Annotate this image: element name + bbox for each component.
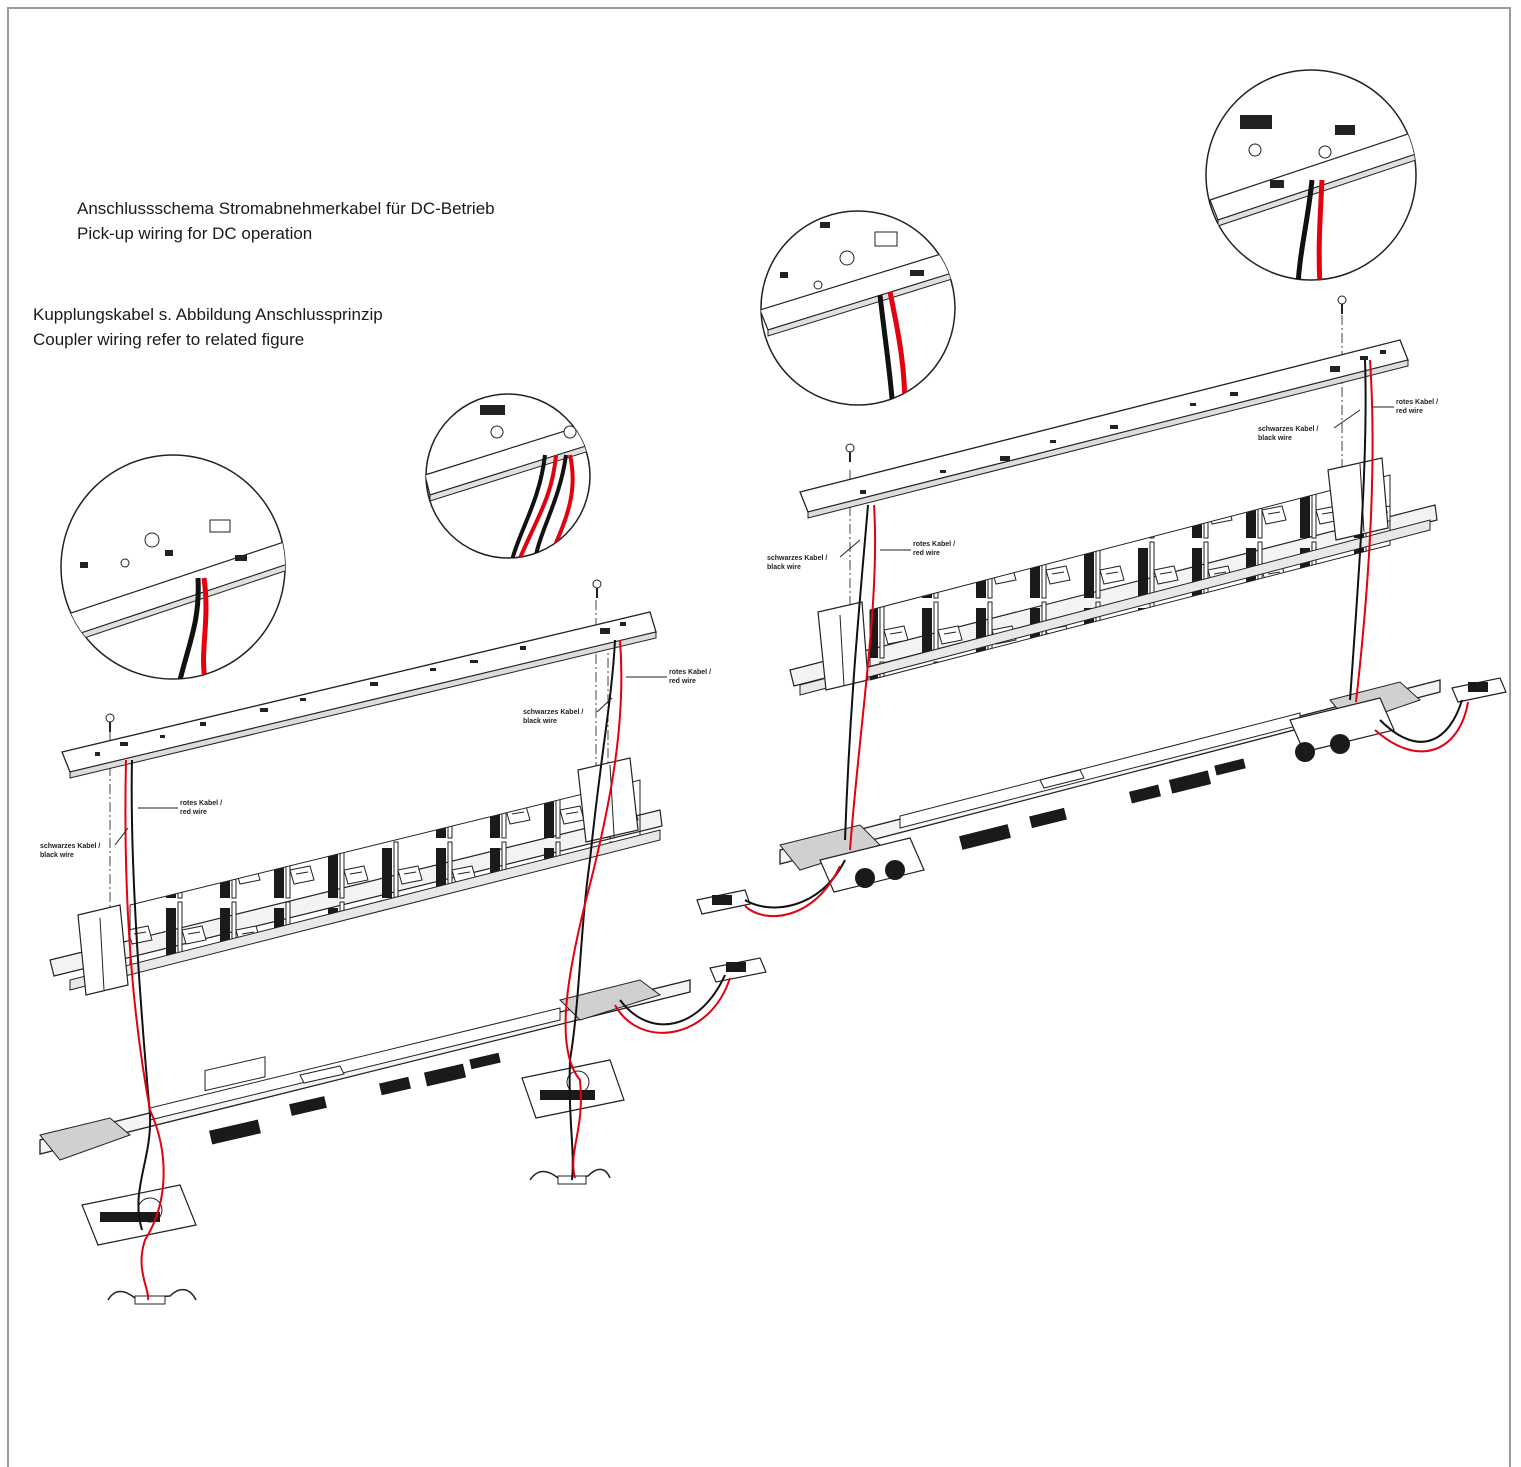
right-chassis <box>779 679 1441 893</box>
left-label-black-2: schwarzes Kabel / black wire <box>523 697 613 725</box>
left-detail-circle-2 <box>425 393 591 559</box>
right-bogie-2 <box>1289 697 1395 762</box>
svg-text:rotes Kabel /: rotes Kabel / <box>1396 399 1438 406</box>
svg-text:schwarzes Kabel /: schwarzes Kabel / <box>523 709 583 716</box>
svg-text:rotes Kabel /: rotes Kabel / <box>913 541 955 548</box>
left-label-black-1: schwarzes Kabel / black wire <box>40 827 129 859</box>
svg-text:schwarzes Kabel /: schwarzes Kabel / <box>1258 426 1318 433</box>
left-label-red-1: rotes Kabel / red wire <box>138 800 222 816</box>
left-wires <box>124 639 731 1301</box>
right-bogie-1 <box>819 837 925 893</box>
left-detail-circle-1 <box>60 454 286 680</box>
right-detail-circle-1 <box>760 210 956 406</box>
svg-text:schwarzes Kabel /: schwarzes Kabel / <box>767 555 827 562</box>
title-german: Anschlussschema Stromabnehmerkabel für D… <box>77 199 495 218</box>
left-pickup-1 <box>107 1288 197 1305</box>
svg-text:red wire: red wire <box>180 809 207 816</box>
svg-text:rotes Kabel /: rotes Kabel / <box>669 669 711 676</box>
note-english: Coupler wiring refer to related figure <box>33 330 305 349</box>
left-chassis <box>39 979 691 1161</box>
left-coach-assembly: rotes Kabel / red wire schwarzes Kabel /… <box>39 393 767 1305</box>
right-screw-1 <box>845 443 855 462</box>
right-label-black-2: schwarzes Kabel / black wire <box>1258 409 1361 442</box>
svg-text:red wire: red wire <box>1396 408 1423 415</box>
right-seating-interior <box>789 457 1438 696</box>
svg-text:black wire: black wire <box>1258 435 1292 442</box>
svg-text:black wire: black wire <box>40 852 74 859</box>
svg-text:schwarzes Kabel /: schwarzes Kabel / <box>40 843 100 850</box>
right-coach-assembly: rotes Kabel / red wire schwarzes Kabel /… <box>696 69 1507 918</box>
svg-text:red wire: red wire <box>669 678 696 685</box>
svg-text:black wire: black wire <box>523 718 557 725</box>
right-coupler-2 <box>1451 677 1507 703</box>
right-detail-circle-2 <box>1205 69 1417 281</box>
right-label-red-2: rotes Kabel / red wire <box>1372 399 1438 415</box>
right-circuit-board <box>799 339 1409 519</box>
left-screw-2 <box>592 579 602 598</box>
svg-text:black wire: black wire <box>767 564 801 571</box>
right-label-red-1: rotes Kabel / red wire <box>880 541 955 557</box>
left-seating-interior <box>49 757 663 996</box>
left-pickup-2 <box>529 1168 611 1185</box>
left-bogie-2 <box>521 1059 625 1119</box>
note-german: Kupplungskabel s. Abbildung Anschlusspri… <box>33 305 383 324</box>
right-wires <box>744 359 1469 918</box>
svg-text:rotes Kabel /: rotes Kabel / <box>180 800 222 807</box>
right-screw-2 <box>1337 295 1347 314</box>
right-label-black-1: schwarzes Kabel / black wire <box>767 539 861 571</box>
left-circuit-board <box>61 611 657 779</box>
left-coupler <box>709 957 767 983</box>
title-english: Pick-up wiring for DC operation <box>77 224 313 243</box>
svg-text:red wire: red wire <box>913 550 940 557</box>
page-frame <box>7 7 1511 1467</box>
left-label-red-2: rotes Kabel / red wire <box>626 669 711 685</box>
right-coupler-1 <box>696 889 751 915</box>
left-screw-1 <box>105 713 115 732</box>
